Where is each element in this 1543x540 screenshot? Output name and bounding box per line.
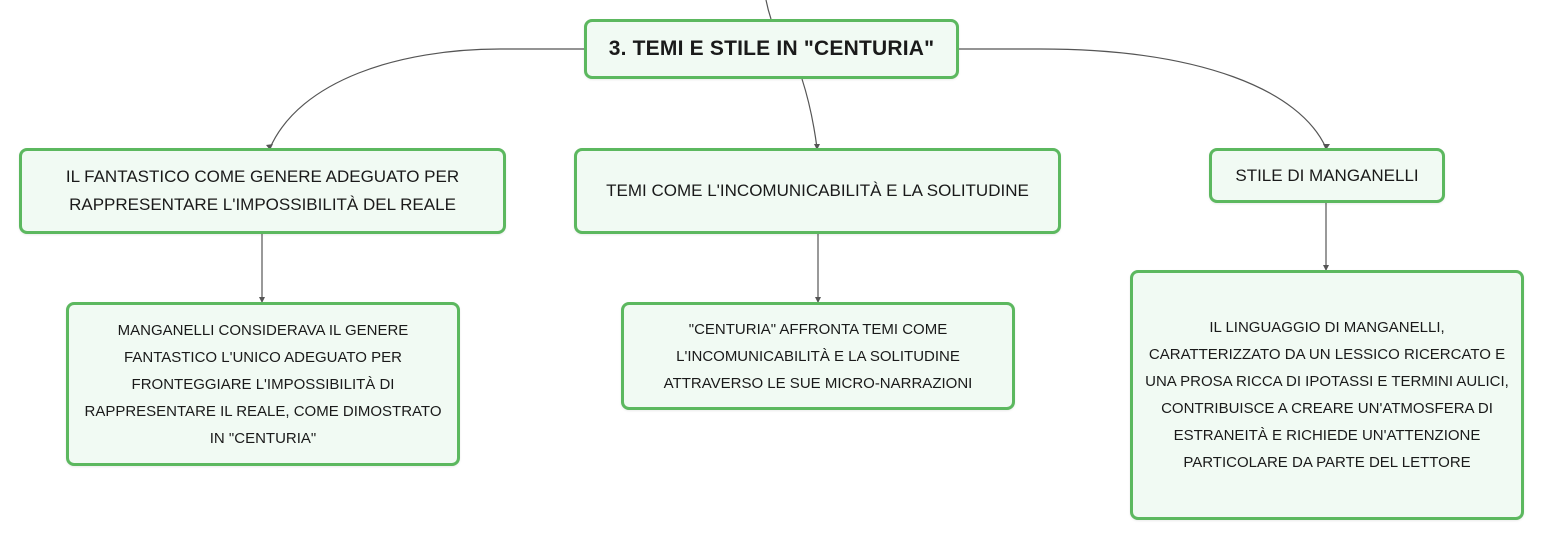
topic-label-fantastico: IL FANTASTICO COME GENERE ADEGUATO PER R… — [65, 167, 460, 214]
detail-label-temi: "CENTURIA" AFFRONTA TEMI COME L'INCOMUNI… — [663, 320, 973, 392]
detail-node-stile[interactable]: IL LINGUAGGIO DI MANGANELLI, CARATTERIZZ… — [1130, 270, 1524, 520]
topic-node-stile[interactable]: STILE DI MANGANELLI — [1209, 148, 1445, 203]
connector-root-to-topic-1 — [269, 48, 584, 149]
central-topic-node[interactable]: 3. TEMI E STILE IN "CENTURIA" — [584, 19, 959, 79]
connector-arrowhead — [1323, 144, 1330, 150]
connector-arrowhead — [815, 297, 821, 303]
connector-parent-to-root — [765, 0, 772, 20]
topic-label-temi: TEMI COME L'INCOMUNICABILITÀ E LA SOLITU… — [606, 181, 1029, 200]
central-topic-label: 3. TEMI E STILE IN "CENTURIA" — [608, 37, 935, 60]
detail-node-fantastico[interactable]: MANGANELLI CONSIDERAVA IL GENERE FANTAST… — [66, 302, 460, 466]
detail-label-fantastico: MANGANELLI CONSIDERAVA IL GENERE FANTAST… — [84, 321, 442, 447]
topic-label-stile: STILE DI MANGANELLI — [1235, 165, 1419, 185]
connector-arrowhead — [1323, 265, 1329, 271]
connector-root-to-topic-2 — [801, 78, 818, 149]
detail-node-temi[interactable]: "CENTURIA" AFFRONTA TEMI COME L'INCOMUNI… — [621, 302, 1015, 410]
detail-label-stile: IL LINGUAGGIO DI MANGANELLI, CARATTERIZZ… — [1145, 319, 1509, 471]
connector-arrowhead — [266, 144, 273, 150]
connector-root-to-topic-3 — [959, 48, 1327, 149]
topic-node-temi[interactable]: TEMI COME L'INCOMUNICABILITÀ E LA SOLITU… — [574, 148, 1061, 234]
connector-arrowhead — [259, 297, 265, 303]
connector-arrowhead — [814, 144, 820, 150]
topic-node-fantastico[interactable]: IL FANTASTICO COME GENERE ADEGUATO PER R… — [19, 148, 506, 234]
